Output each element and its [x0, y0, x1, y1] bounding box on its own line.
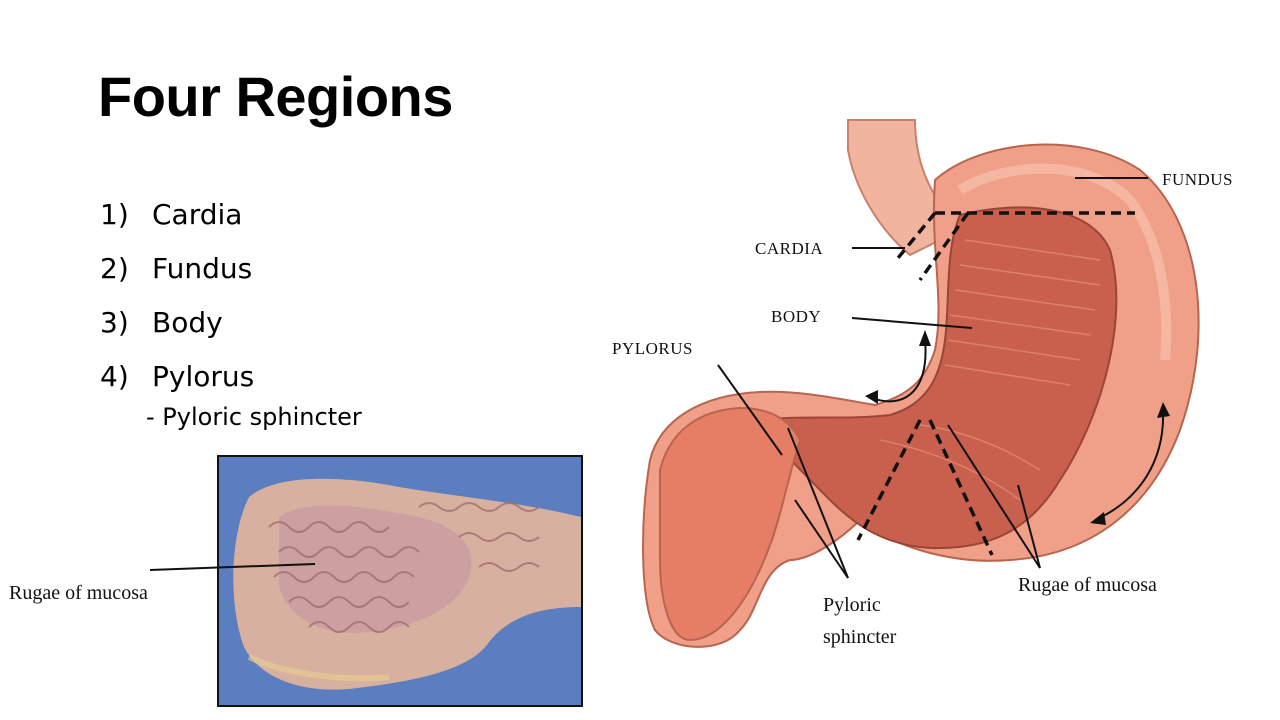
- lesser-curvature-arrow: [869, 339, 927, 403]
- label-cardia: CARDIA: [755, 239, 824, 258]
- pylorus-boundary-right: [928, 419, 994, 556]
- pylorus-shape: [659, 406, 802, 642]
- pylorus-leader: [717, 364, 783, 456]
- list-item: 3) Body: [100, 303, 254, 357]
- region-pylorus: Pylorus: [152, 360, 255, 393]
- stomach-outer-shape: [642, 143, 1200, 648]
- arrowhead-icon: [919, 330, 931, 346]
- label-rugae-photo: Rugae of mucosa: [9, 582, 148, 604]
- rugae-leader-2: [1017, 484, 1041, 569]
- region-fundus: Fundus: [152, 252, 253, 285]
- mucosa-photo: [217, 455, 583, 707]
- slide-title: Four Regions: [98, 65, 453, 128]
- list-number: 2): [100, 252, 129, 285]
- greater-curvature-arrow: [1094, 409, 1165, 521]
- region-cardia: Cardia: [152, 198, 243, 231]
- region-body: Body: [152, 306, 223, 339]
- cardia-boundary-lower: [918, 211, 970, 282]
- sub-item-pyloric-sphincter: - Pyloric sphincter: [146, 403, 362, 431]
- cardia-boundary-upper: [896, 211, 937, 260]
- list-item: 2) Fundus: [100, 249, 254, 303]
- label-fundus: FUNDUS: [1162, 170, 1234, 189]
- arrowhead-icon: [1157, 402, 1170, 418]
- list-item: 1) Cardia: [100, 195, 254, 249]
- arrowhead-icon: [865, 390, 878, 404]
- label-pyloric-sphincter-line1: Pyloric: [823, 594, 881, 616]
- region-list: 1) Cardia 2) Fundus 3) Body 4) Pylorus: [100, 195, 254, 411]
- label-pylorus: PYLORUS: [612, 339, 693, 358]
- rugae-leader-1: [947, 424, 1041, 569]
- pyloric-sphincter-leader-1: [787, 427, 849, 579]
- pyloric-sphincter-leader-2: [794, 499, 849, 579]
- list-number: 3): [100, 306, 129, 339]
- mucosa-photo-image: [219, 457, 581, 705]
- body-leader: [851, 317, 973, 329]
- pylorus-boundary-left: [856, 419, 922, 541]
- list-number: 1): [100, 198, 129, 231]
- label-rugae-diagram: Rugae of mucosa: [1018, 574, 1157, 596]
- list-item: 4) Pylorus: [100, 357, 254, 411]
- esophagus-shape: [847, 119, 962, 257]
- label-pyloric-sphincter-line2: sphincter: [823, 626, 897, 648]
- list-number: 4): [100, 360, 129, 393]
- arrowhead-icon: [1090, 512, 1106, 525]
- label-body: BODY: [771, 307, 822, 326]
